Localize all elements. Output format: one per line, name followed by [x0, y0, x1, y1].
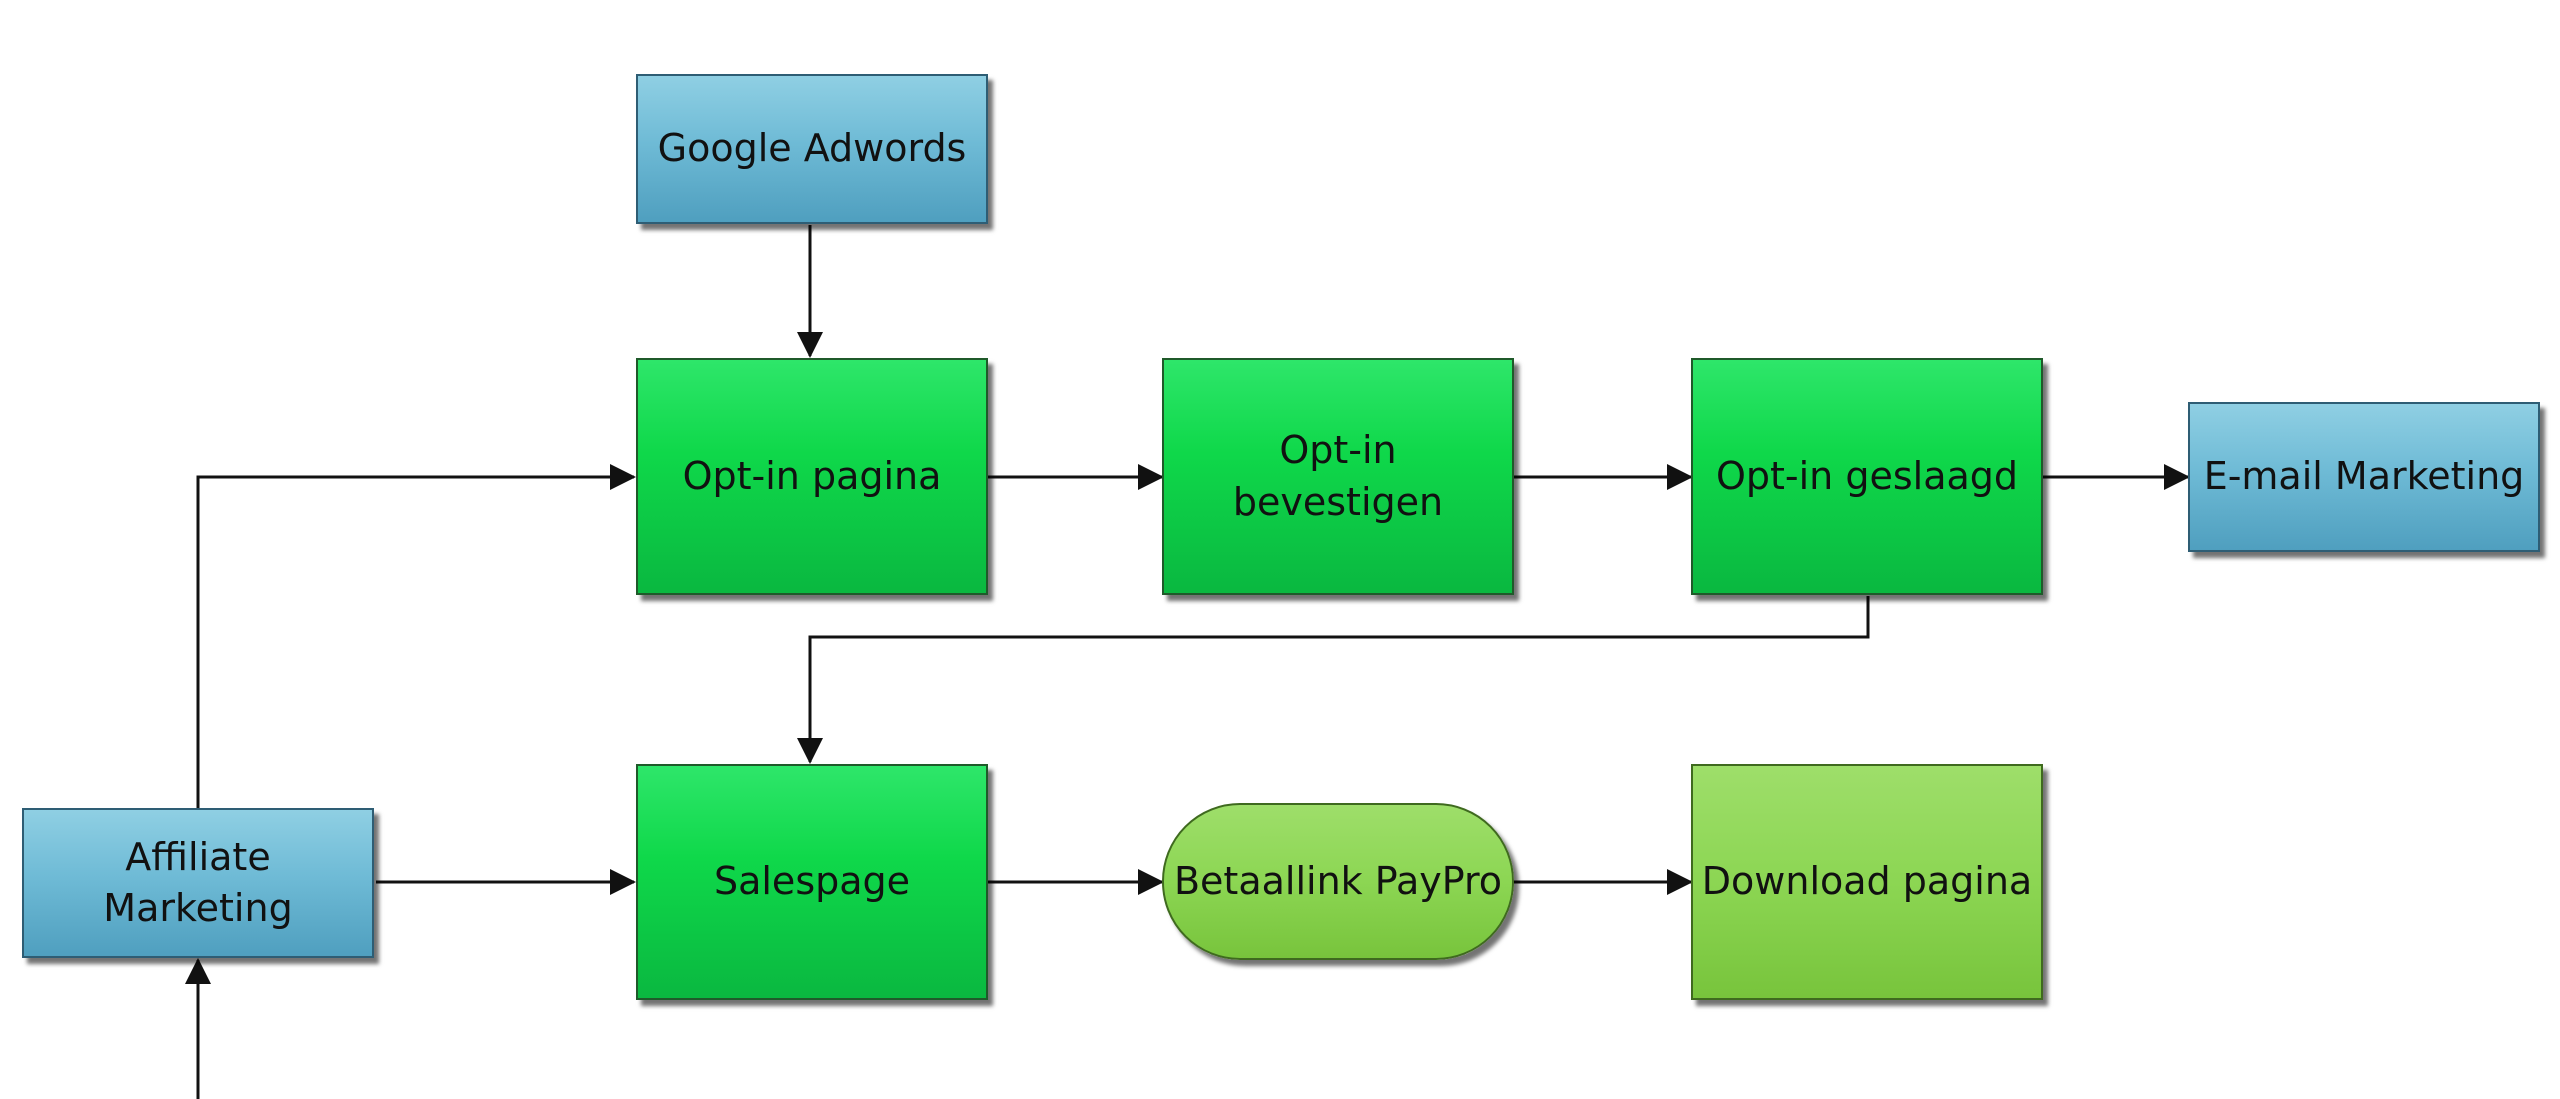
node-google-adwords-label: Google Adwords [657, 126, 967, 171]
node-optin-bevestigen: Opt-in bevestigen [1162, 358, 1514, 595]
node-salespage: Salespage [636, 764, 988, 1000]
node-betaallink-paypro-label: Betaallink PayPro [1173, 858, 1503, 903]
node-affiliate-marketing: Affiliate Marketing [22, 808, 374, 958]
node-download-pagina-label: Download pagina [1701, 859, 2033, 904]
node-optin-bevestigen-label-line1: Opt-in [1279, 428, 1397, 473]
arrow-geslaagd-to-salespage [797, 596, 1870, 764]
node-optin-bevestigen-label-line2: bevestigen [1232, 479, 1444, 524]
node-optin-geslaagd: Opt-in geslaagd [1691, 358, 2043, 595]
node-affiliate-marketing-label-line2: Marketing [103, 886, 293, 930]
node-affiliate-marketing-label-line1: Affiliate [125, 834, 271, 879]
node-optin-geslaagd-label: Opt-in geslaagd [1715, 453, 2019, 498]
node-email-marketing-label: E-mail Marketing [2203, 454, 2525, 499]
node-optin-pagina-label: Opt-in pagina [682, 453, 942, 498]
arrow-affiliate-to-optin [196, 464, 636, 808]
node-download-pagina: Download pagina [1691, 764, 2043, 1000]
node-email-marketing: E-mail Marketing [2188, 402, 2540, 552]
node-betaallink-paypro: Betaallink PayPro [1162, 803, 1514, 960]
node-google-adwords: Google Adwords [636, 74, 988, 224]
node-salespage-label: Salespage [713, 859, 911, 904]
node-optin-pagina: Opt-in pagina [636, 358, 988, 595]
